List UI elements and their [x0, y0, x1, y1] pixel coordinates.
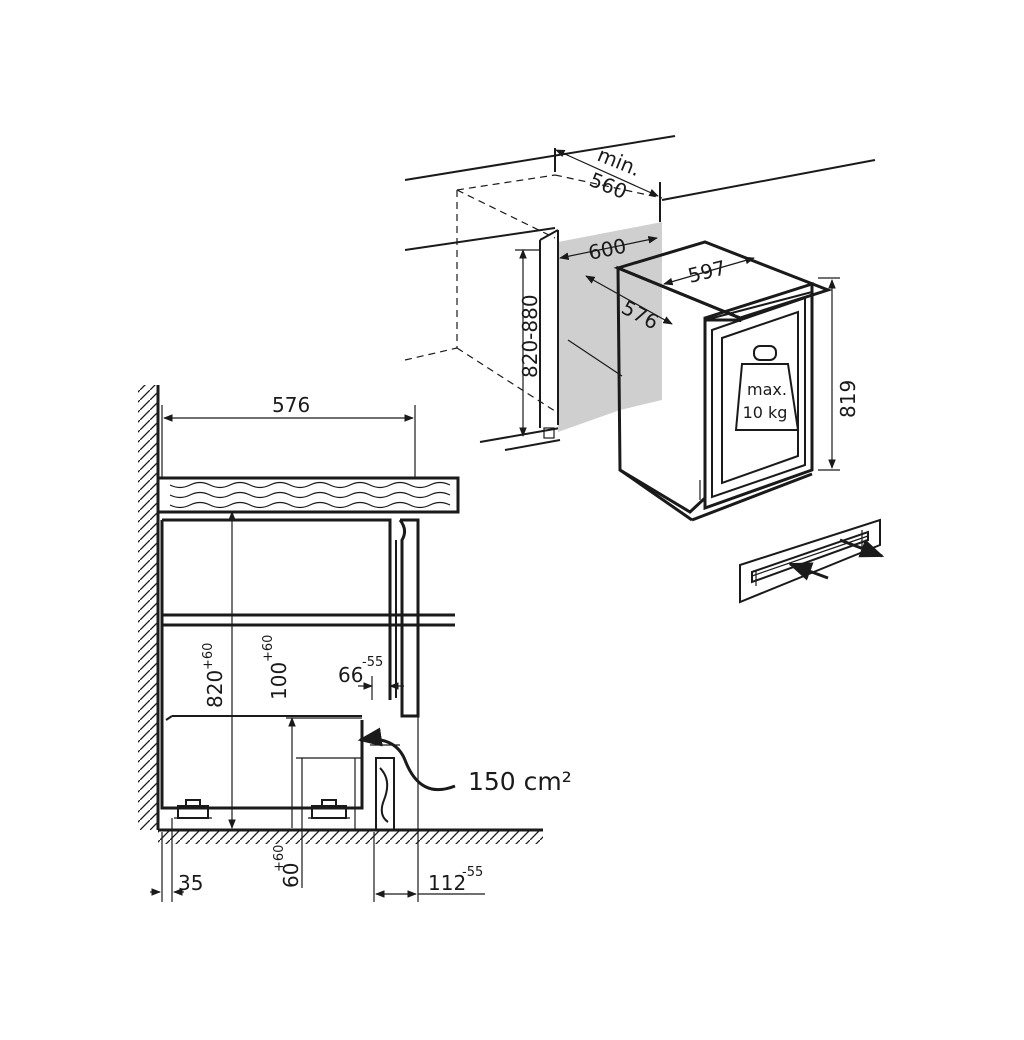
section-view: 576 — [138, 385, 572, 902]
front-depth-sup: -55 — [462, 865, 483, 880]
wall — [138, 385, 160, 830]
plinth-height-label: 100 — [267, 662, 291, 700]
isometric-view: min. 560 600 820-880 max. 10 kg — [404, 135, 885, 604]
max-weight-icon: max. 10 kg — [734, 345, 800, 431]
section-height-label: 820 — [203, 670, 227, 708]
unit-width-label: 597 — [685, 255, 728, 288]
section-depth-label: 576 — [272, 393, 310, 417]
ventilation-grille — [739, 518, 885, 604]
foot-height-sup: +60 — [272, 845, 287, 872]
weight-line1: max. — [747, 380, 787, 399]
appliance-body — [613, 240, 833, 522]
appliance-section — [160, 518, 455, 831]
floor — [158, 828, 543, 844]
front-depth-label: 112 — [428, 871, 466, 895]
gap-sup: -55 — [362, 655, 383, 670]
foot-height-label: 60 — [279, 863, 303, 888]
plinth-height-sup: +60 — [261, 635, 276, 662]
gap-label: 66 — [338, 663, 363, 687]
niche-side-panel — [539, 229, 623, 439]
worktop — [156, 476, 460, 514]
niche-height-label: 820-880 — [518, 294, 542, 378]
worktop-lines — [404, 135, 876, 451]
wall-gap-label: 35 — [178, 871, 203, 895]
section-height-sup: +60 — [201, 643, 216, 670]
weight-line2: 10 kg — [743, 403, 788, 422]
unit-height-label: 819 — [836, 380, 860, 418]
airflow-label: 150 cm² — [468, 767, 572, 796]
